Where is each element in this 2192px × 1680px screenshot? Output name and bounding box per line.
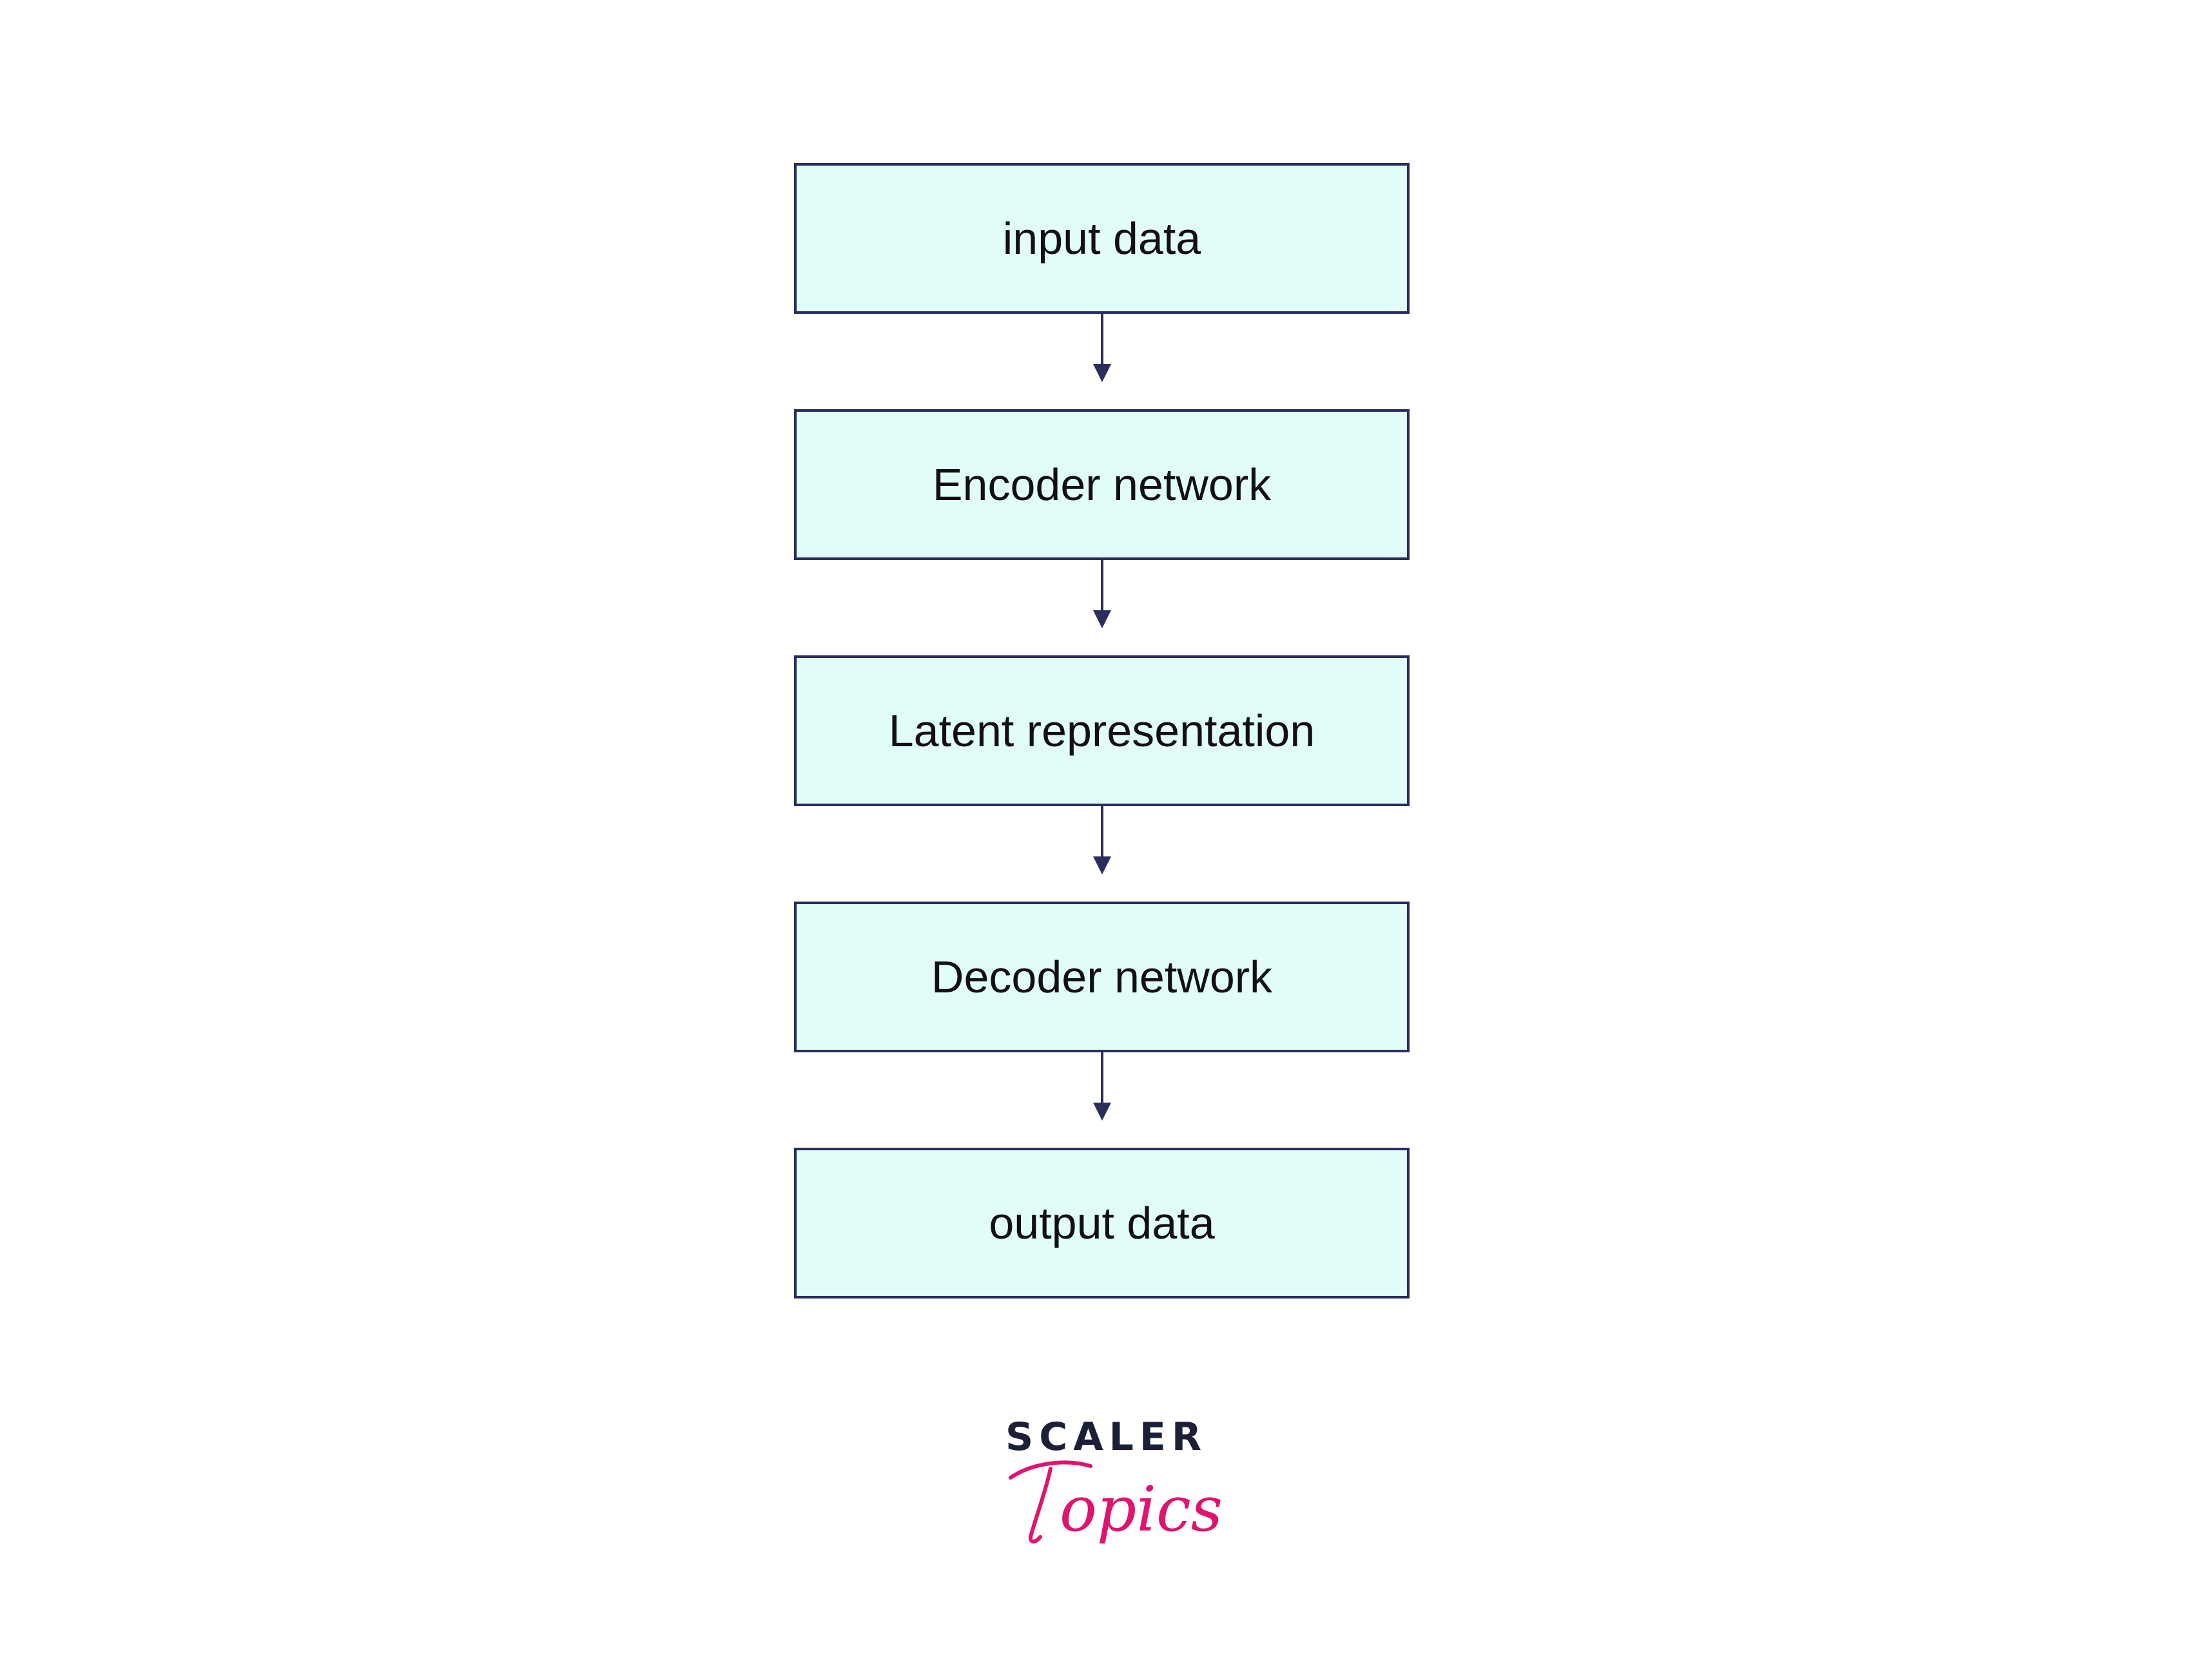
encoder-network-box: Encoder network — [794, 409, 1410, 560]
logo-script: opics — [1009, 1460, 1223, 1545]
input-data-label: input data — [1002, 213, 1201, 264]
input-data-box: input data — [794, 163, 1410, 314]
decoder-network-box: Decoder network — [794, 902, 1410, 1052]
output-data-label: output data — [989, 1198, 1215, 1248]
latent-representation-box: Latent representation — [794, 655, 1410, 806]
scaler-topics-logo: SCALER opics — [1005, 1414, 1223, 1582]
arrow-input-to-encoder — [1093, 314, 1111, 382]
logo-script-text: opics — [1060, 1473, 1223, 1545]
arrow-decoder-to-output — [1093, 1052, 1111, 1121]
encoder-network-label: Encoder network — [932, 459, 1272, 510]
arrow-encoder-to-latent — [1093, 560, 1111, 628]
decoder-network-label: Decoder network — [931, 952, 1273, 1002]
arrow-latent-to-decoder — [1093, 806, 1111, 874]
latent-representation-label: Latent representation — [888, 706, 1315, 756]
output-data-box: output data — [794, 1148, 1410, 1299]
logo-wordmark: SCALER — [1005, 1414, 1208, 1460]
